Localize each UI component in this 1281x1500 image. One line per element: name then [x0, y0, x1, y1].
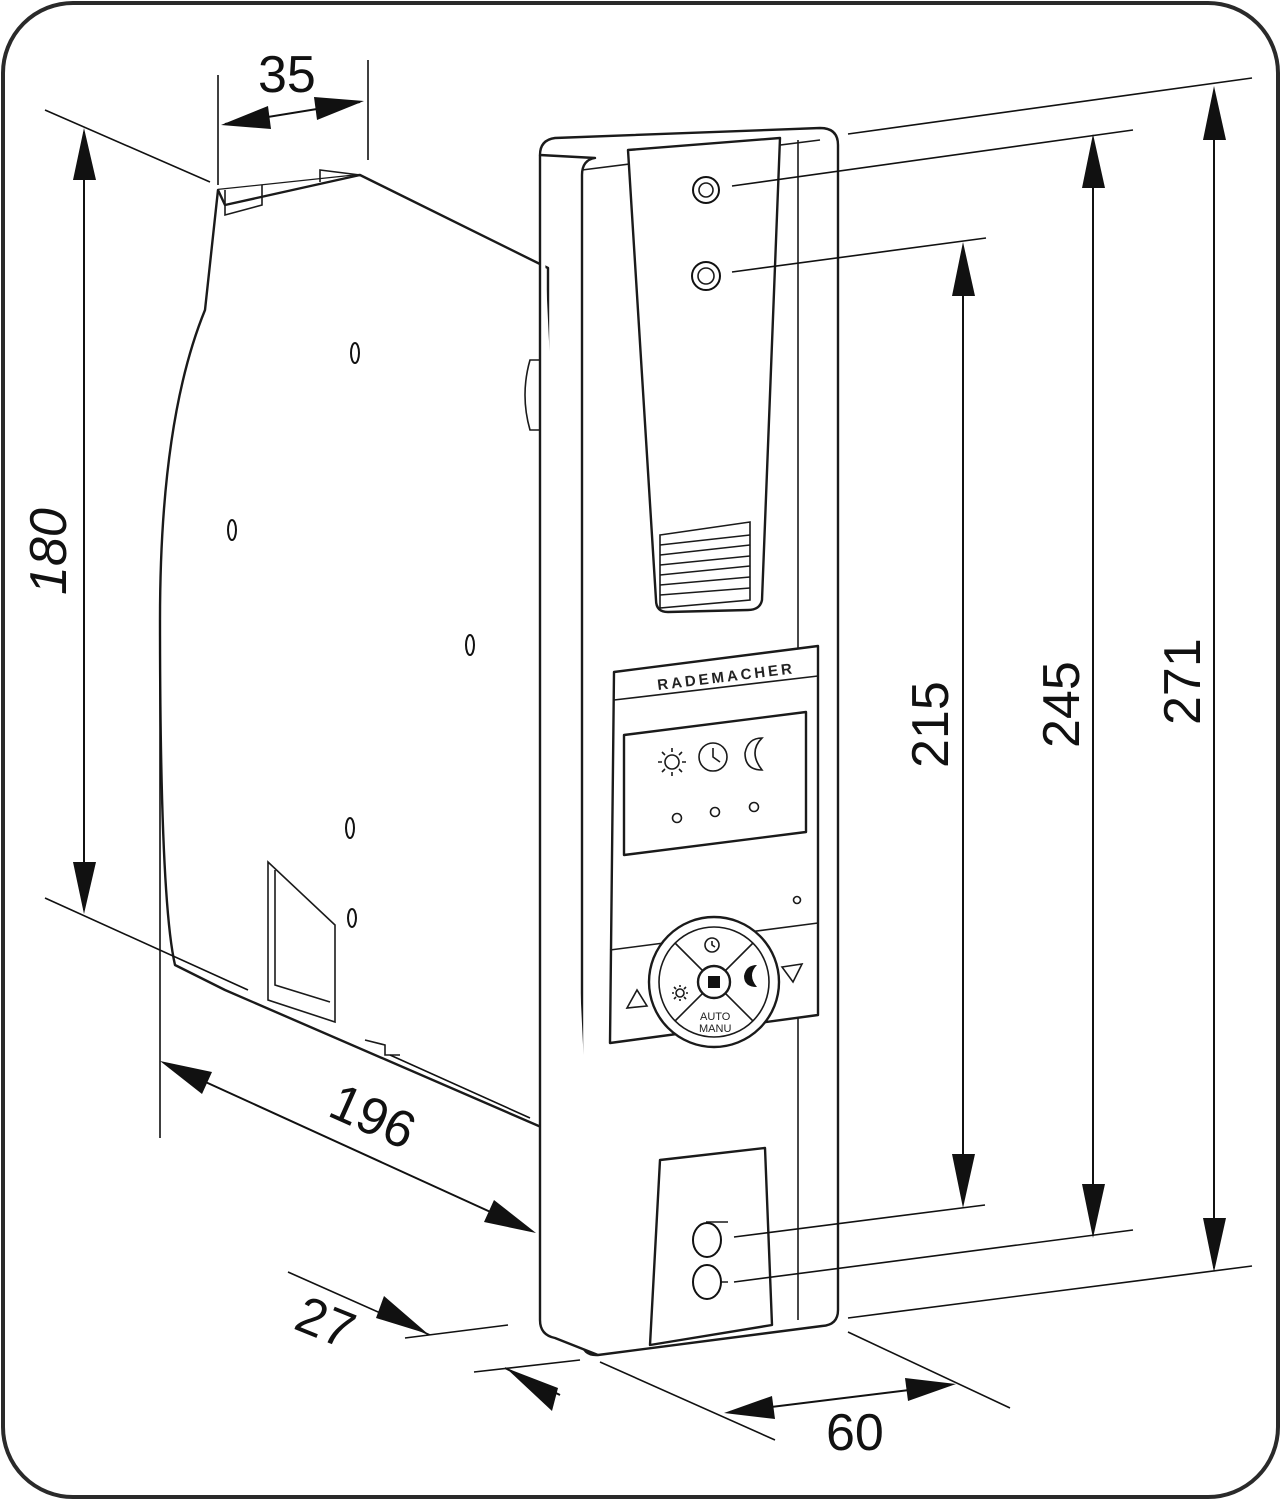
- screw-hole: [465, 634, 475, 656]
- indicator-led: [671, 812, 683, 824]
- dimension-label-271: 271: [1154, 638, 1212, 725]
- up-arrow-icon[interactable]: [625, 988, 649, 1009]
- dimension-label-245: 245: [1033, 661, 1091, 748]
- bottom-mount-hole: [692, 1264, 722, 1300]
- upper-mount-hole: [691, 261, 721, 291]
- down-arrow-icon[interactable]: [780, 962, 804, 984]
- control-panel: RADEMACHER AUTO MANU: [608, 644, 820, 1049]
- indicator-led: [709, 806, 721, 818]
- dimension-180: 180: [20, 109, 249, 991]
- stop-icon: [708, 976, 720, 988]
- dimension-245: 245: [731, 129, 1134, 1283]
- dimension-label-60: 60: [826, 1404, 884, 1462]
- clock-icon: [704, 937, 720, 953]
- dimension-label-35: 35: [258, 46, 316, 104]
- dimension-271: 271: [847, 77, 1253, 1319]
- dimension-35: 35: [217, 46, 369, 185]
- auto-label: AUTO: [700, 1011, 731, 1023]
- screw-hole: [350, 342, 360, 364]
- top-mount-hole: [692, 176, 720, 204]
- screw-hole: [347, 908, 357, 928]
- display-window: [622, 710, 808, 857]
- screw-hole: [345, 817, 355, 839]
- lower-mount-hole: [692, 1222, 722, 1258]
- dimension-215: 215: [731, 237, 987, 1238]
- sun-icon: [672, 985, 688, 1001]
- indicator-led: [748, 801, 760, 813]
- manu-label: MANU: [699, 1023, 731, 1035]
- dimension-label-180: 180: [20, 508, 78, 595]
- status-led: [792, 895, 802, 905]
- dimension-60: 60: [599, 1331, 1011, 1462]
- clock-icon: [698, 742, 728, 772]
- moon-icon: [744, 965, 757, 987]
- housing-side-body: [158, 169, 550, 1132]
- sun-icon: [658, 748, 686, 776]
- moon-icon: [744, 737, 764, 771]
- screw-hole: [227, 519, 237, 541]
- dimension-label-215: 215: [902, 681, 960, 768]
